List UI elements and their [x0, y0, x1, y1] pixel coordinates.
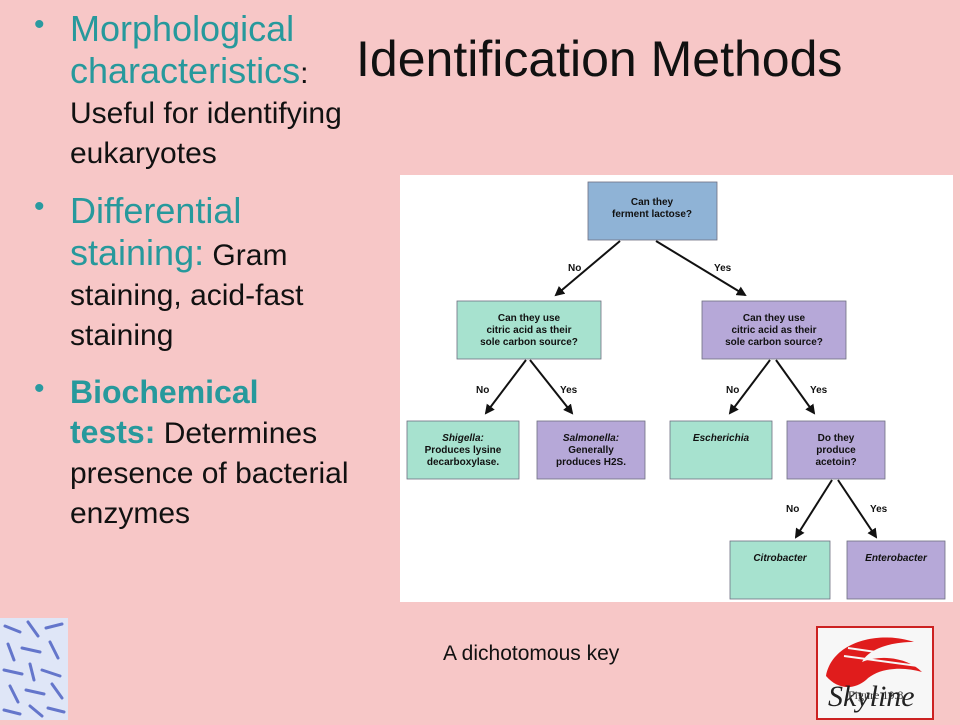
figure-number: Figure 10.8 [848, 688, 904, 702]
node-citrobacter-line-1: Citrobacter [753, 553, 807, 564]
node-left-question-line-3: sole carbon source? [480, 337, 578, 348]
bullet-biochemical: • Biochemical tests: Determines presence… [30, 372, 350, 534]
micrograph-texture [0, 618, 68, 720]
node-right-question-line-3: sole carbon source? [725, 337, 823, 348]
edge-left-no [484, 359, 527, 415]
node-root-line-2: ferment lactose? [612, 209, 692, 220]
edge-label-right-yes: Yes [810, 385, 828, 396]
skyline-logo: Skyline [816, 626, 934, 720]
bullet-dot-icon: • [34, 372, 45, 405]
edge-label-root-yes: Yes [714, 263, 732, 274]
node-left-question-line-2: citric acid as their [486, 325, 571, 336]
bullet-term: Biochemical tests: [70, 374, 259, 450]
edge-label-acetoin-no: No [786, 504, 799, 515]
node-enterobacter-line-1: Enterobacter [865, 553, 928, 564]
node-shigella-box [406, 420, 520, 480]
bullet-desc: : Useful for identifying eukaryotes [70, 57, 342, 170]
bullet-term: Differential staining: [70, 190, 242, 273]
edge-label-left-yes: Yes [560, 385, 578, 396]
edge-root-yes [655, 240, 747, 297]
bacteria-micrograph-image [0, 618, 68, 720]
figure-caption: A dichotomous key [443, 642, 620, 665]
node-right-question-box [701, 300, 847, 360]
bullet-morphological: • Morphological characteristics: Useful … [30, 8, 350, 174]
node-shigella-line-2: Produces lysine [425, 445, 502, 456]
node-escherichia-line-1: Escherichia [693, 433, 750, 444]
slide-title: Identification Methods [356, 31, 843, 87]
node-salmonella-line-3: produces H2S. [556, 457, 626, 468]
skyline-logo-mark [826, 637, 922, 688]
bullet-dot-icon: • [34, 8, 45, 41]
node-acetoin-question-line-1: Do they [818, 433, 855, 444]
edge-label-acetoin-yes: Yes [870, 504, 888, 515]
skyline-logo-text: Skyline [828, 680, 915, 713]
edge-left-yes [529, 359, 574, 415]
node-enterobacter-box [846, 540, 946, 600]
node-salmonella-box [536, 420, 646, 480]
node-shigella-line-1: Shigella: [442, 433, 484, 444]
node-escherichia-box [669, 420, 773, 480]
edge-acetoin-yes [837, 479, 878, 539]
edge-label-left-no: No [476, 385, 489, 396]
node-left-question-box [456, 300, 602, 360]
edge-right-yes [775, 359, 816, 415]
edge-root-no [554, 240, 621, 297]
edge-right-no [728, 359, 771, 415]
node-acetoin-question-line-2: produce [816, 445, 856, 456]
node-root-box [587, 181, 718, 241]
node-right-question-line-2: citric acid as their [731, 325, 816, 336]
bullet-dot-icon: • [34, 190, 45, 223]
node-citrobacter-box [729, 540, 831, 600]
node-salmonella-line-2: Generally [568, 445, 614, 456]
node-acetoin-question-line-3: acetoin? [815, 457, 856, 468]
node-right-question-line-1: Can they use [743, 313, 806, 324]
dichotomous-key-diagram: No Yes No Yes No Yes No Yes Can they fer… [406, 181, 946, 600]
node-left-question-line-1: Can they use [498, 313, 561, 324]
bullet-term: Morphological characteristics [70, 8, 301, 91]
bullet-differential: • Differential staining: Gram staining, … [30, 190, 350, 356]
dichotomous-key-figure: No Yes No Yes No Yes No Yes Can they fer… [400, 175, 953, 602]
node-shigella-line-3: decarboxylase. [427, 457, 499, 468]
node-root-line-1: Can they [631, 197, 674, 208]
node-salmonella-line-1: Salmonella: [563, 433, 619, 444]
edge-label-root-no: No [568, 263, 581, 274]
bullet-desc: Gram staining, acid-fast staining [70, 239, 304, 352]
edge-acetoin-no [794, 479, 833, 539]
node-acetoin-question-box [786, 420, 886, 480]
bullet-list: • Morphological characteristics: Useful … [30, 8, 350, 550]
edge-label-right-no: No [726, 385, 739, 396]
bullet-desc: Determines presence of bacterial enzymes [70, 417, 349, 530]
